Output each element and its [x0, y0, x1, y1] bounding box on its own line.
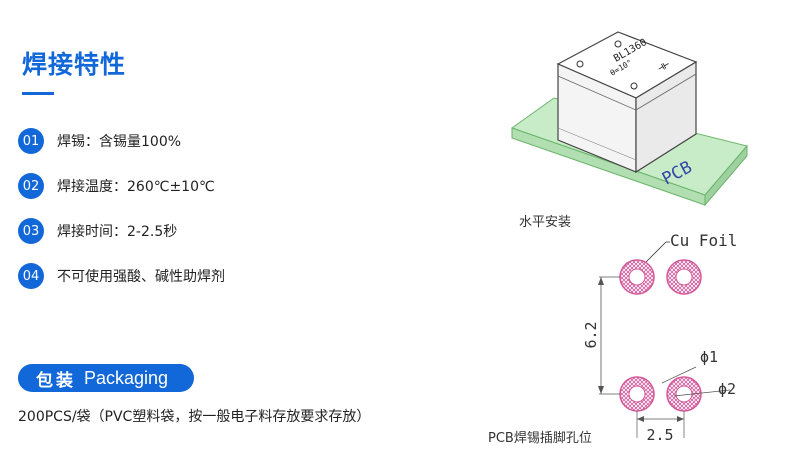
component-side — [635, 60, 697, 174]
solder-pad — [666, 259, 702, 295]
mount-hole — [576, 60, 584, 68]
packaging-label-en: Packaging — [84, 367, 169, 388]
pcb-hole-diagram: Cu Foil 6.2 ϕ1 ϕ2 2.5 — [582, 231, 737, 444]
feature-number-badge: 04 — [18, 263, 44, 289]
feature-text: 焊锡：含锡量100% — [57, 134, 182, 150]
feature-number-badge: 03 — [18, 218, 44, 244]
feature-number-badge: 02 — [18, 173, 44, 199]
mount-hole — [630, 82, 638, 90]
packaging-label: 包装 Packaging — [18, 364, 194, 392]
feature-number-badge: 01 — [18, 128, 44, 154]
packaging-text: 200PCS/袋（PVC塑料袋，按一般电子料存放要求存放） — [18, 409, 371, 425]
feature-text: 不可使用强酸、碱性助焊剂 — [57, 269, 225, 285]
diameter-1-label: ϕ1 — [700, 348, 718, 366]
product-caption: 水平安装 — [519, 215, 572, 230]
tilt-arrow-icon: ⊣⊢ — [656, 59, 672, 75]
feature-item-1: 01 焊锡：含锡量100% — [18, 128, 181, 154]
section-title: 焊接特性 — [22, 50, 127, 79]
product-drawing: BL1360 θ=10° ⊣⊢ PCB — [510, 31, 748, 207]
pcb-diagram-caption: PCB焊锡插脚孔位 — [488, 431, 592, 446]
pitch-dimension: 2.5 — [646, 426, 673, 444]
mount-hole — [614, 40, 622, 48]
feature-item-4: 04 不可使用强酸、碱性助焊剂 — [18, 263, 225, 289]
solder-pad — [619, 259, 655, 295]
diameter-2-label: ϕ2 — [718, 380, 736, 398]
packaging-label-cn: 包装 — [36, 370, 76, 391]
foil-label: Cu Foil — [670, 231, 737, 250]
feature-text: 焊接时间：2-2.5秒 — [57, 224, 178, 240]
foil-leader-line — [645, 241, 670, 263]
height-dimension: 6.2 — [582, 321, 600, 348]
feature-text: 焊接温度：260℃±10℃ — [57, 179, 215, 195]
title-underline — [22, 92, 54, 95]
solder-pad — [619, 376, 655, 412]
feature-item-3: 03 焊接时间：2-2.5秒 — [18, 218, 177, 244]
feature-item-2: 02 焊接温度：260℃±10℃ — [18, 173, 215, 199]
